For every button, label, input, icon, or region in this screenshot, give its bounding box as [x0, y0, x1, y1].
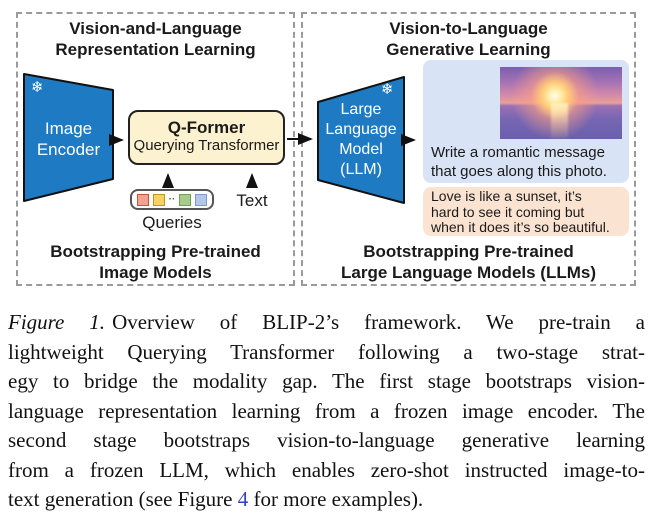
prompt-line2: that goes along this photo. — [431, 163, 607, 180]
llm-line3: Model — [339, 141, 383, 158]
text-label: Text — [236, 191, 268, 210]
prompt-text: Write a romantic message that goes along… — [431, 143, 627, 181]
figure-4-reference-link[interactable]: 4 — [237, 487, 249, 511]
left-panel-title-line1: Vision-and-Language — [69, 19, 242, 38]
left-panel-title: Vision-and-Language Representation Learn… — [16, 18, 295, 60]
queries-pill: ·· — [130, 189, 214, 210]
query-token-3 — [179, 193, 192, 206]
image-encoder-line1: Image — [44, 119, 93, 138]
qformer-subtitle: Querying Transformer — [133, 137, 280, 154]
caption-line7-pre: text generation (see Figure — [8, 487, 233, 511]
right-footer-line1: Bootstrapping Pre-trained — [363, 242, 574, 261]
right-footer-line2: Large Language Models (LLMs) — [340, 263, 597, 282]
caption-line-3: egy to bridge the modality gap. The firs… — [8, 369, 645, 393]
response-text: Love is like a sunset, it’s hard to see … — [431, 188, 629, 236]
qformer-title: Q-Former — [167, 118, 246, 137]
left-panel-footer: Bootstrapping Pre-trained Image Models — [16, 241, 295, 283]
caption-line-7: text generation (see Figure 4 for more e… — [8, 485, 645, 515]
query-token-2 — [152, 193, 165, 206]
right-panel-generative-learning — [301, 12, 636, 286]
sunset-photo — [500, 67, 622, 139]
right-panel-footer: Bootstrapping Pre-trained Large Language… — [301, 241, 636, 283]
caption-line-1: Figure 1.Overview of BLIP-2’s framework.… — [8, 308, 645, 338]
response-line2: hard to see it coming but — [431, 203, 585, 220]
llm-line1: Large — [340, 101, 382, 118]
caption-line1-text: Overview of BLIP-2’s framework. We pre-t… — [112, 310, 645, 334]
caption-line-5: second stage bootstraps vision-to-langua… — [8, 428, 645, 452]
snowflake-icon: ❄ — [31, 78, 44, 96]
prompt-line1: Write a romantic message — [431, 144, 605, 161]
figure-label: Figure 1. — [8, 310, 106, 334]
llm-line2: Language — [325, 121, 397, 138]
query-token-1 — [136, 193, 149, 206]
caption-line-4: language representation learning from a … — [8, 398, 645, 423]
response-line1: Love is like a sunset, it’s — [431, 188, 582, 204]
response-bubble: Love is like a sunset, it’s hard to see … — [423, 187, 629, 236]
caption-line-6: from a frozen LLM, which enables zero-sh… — [8, 457, 645, 482]
left-footer-line1: Bootstrapping Pre-trained — [50, 242, 261, 261]
caption-line-2: lightweight Querying Transformer followi… — [8, 339, 645, 364]
image-encoder-line2: Encoder — [36, 140, 101, 159]
query-ellipsis: ·· — [168, 193, 176, 205]
left-panel-representation-learning — [16, 12, 295, 286]
left-panel-title-line2: Representation Learning — [55, 40, 256, 59]
right-panel-title-line2: Generative Learning — [386, 40, 551, 59]
query-token-4 — [195, 193, 208, 206]
caption-line7-post: for more examples). — [253, 487, 424, 511]
right-panel-title: Vision-to-Language Generative Learning — [301, 18, 636, 60]
figure-caption: Figure 1.Overview of BLIP-2’s framework.… — [8, 308, 645, 515]
response-line3: when it does it’s so beautiful. — [431, 219, 610, 236]
right-panel-title-line1: Vision-to-Language — [389, 19, 548, 38]
llm-label: Large Language Model (LLM) — [318, 100, 404, 180]
image-encoder-label: Image Encoder — [24, 118, 113, 160]
queries-label: Queries — [142, 213, 202, 232]
left-footer-line2: Image Models — [99, 263, 212, 282]
qformer-box: Q-Former Querying Transformer — [128, 110, 285, 165]
prompt-bubble: Write a romantic message that goes along… — [423, 60, 629, 183]
llm-line4: (LLM) — [340, 161, 382, 178]
snowflake-icon: ❄ — [381, 80, 394, 98]
